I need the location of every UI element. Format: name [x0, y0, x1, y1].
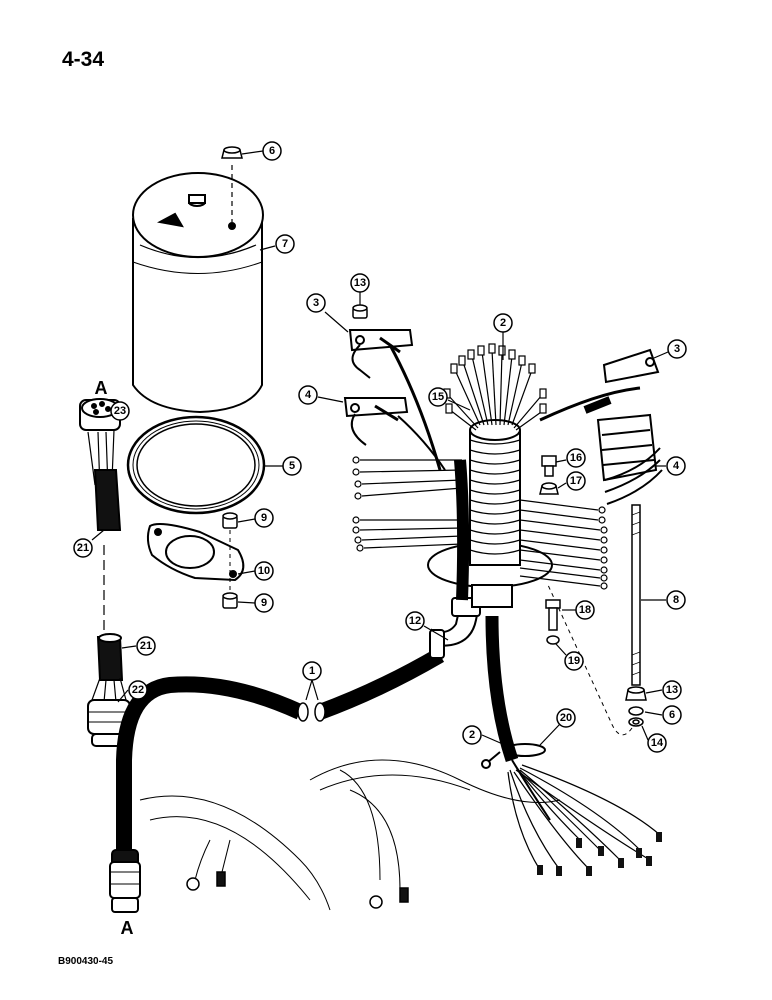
svg-text:14: 14	[651, 737, 664, 749]
callout-3-right: 3	[667, 339, 687, 359]
switch-stack-right	[596, 413, 663, 505]
callout-6-top: 6	[262, 141, 282, 161]
lower-cable-bundle	[485, 615, 661, 871]
svg-text:9: 9	[261, 597, 267, 609]
nut-17	[539, 482, 559, 495]
callout-14: 14	[647, 733, 667, 753]
svg-text:21: 21	[77, 542, 89, 554]
callout-9-upper: 9	[254, 508, 274, 528]
callout-10: 10	[254, 561, 274, 581]
callout-4-right: 4	[666, 456, 686, 476]
callout-8: 8	[666, 590, 686, 610]
svg-text:6: 6	[669, 709, 675, 721]
loose-wires	[139, 759, 561, 911]
callout-18: 18	[575, 600, 595, 620]
cylindrical-cover	[132, 165, 264, 414]
view-letter-bottom: A	[121, 918, 134, 938]
svg-text:6: 6	[269, 145, 275, 157]
nut-upper	[222, 512, 238, 529]
nut-13-upper	[352, 304, 368, 319]
callout-4-left: 4	[298, 385, 318, 405]
svg-text:18: 18	[579, 604, 591, 616]
leader-lines	[91, 150, 669, 746]
callout-21-upper: 21	[73, 538, 93, 558]
svg-text:1: 1	[309, 665, 315, 677]
svg-text:20: 20	[560, 712, 572, 724]
svg-text:21: 21	[140, 640, 152, 652]
washer-14	[628, 717, 644, 727]
svg-text:10: 10	[258, 565, 270, 577]
svg-text:12: 12	[409, 615, 421, 627]
page-number: 4-34	[62, 48, 105, 71]
svg-text:7: 7	[282, 238, 288, 250]
threaded-stud	[631, 504, 641, 686]
svg-text:23: 23	[114, 405, 126, 417]
callouts: 6 7 13 3 2 3 4 15 16 4 23 17 5 9 21 10 9…	[73, 141, 687, 753]
svg-text:16: 16	[570, 452, 582, 464]
wire-end-terminals	[537, 832, 662, 876]
view-letter-top: A	[95, 378, 108, 398]
svg-text:15: 15	[432, 391, 444, 403]
right-side-leads	[519, 499, 601, 587]
callout-16: 16	[566, 448, 586, 468]
nut-lower	[222, 592, 238, 609]
nut-top	[221, 146, 243, 159]
svg-text:22: 22	[132, 684, 144, 696]
left-lead-terminals	[352, 456, 364, 552]
washer-19	[546, 635, 560, 645]
gasket-ring	[126, 415, 266, 515]
callout-2-top: 2	[493, 313, 513, 333]
main-cable	[116, 648, 445, 860]
callout-3-left: 3	[306, 293, 326, 313]
svg-text:17: 17	[570, 475, 582, 487]
callout-13-lower: 13	[662, 680, 682, 700]
bolt-18	[545, 599, 561, 631]
callout-22: 22	[128, 680, 148, 700]
svg-text:3: 3	[313, 297, 319, 309]
switch-upper-right	[539, 348, 660, 422]
callout-9-lower: 9	[254, 593, 274, 613]
callout-7: 7	[275, 234, 295, 254]
wire-fan-top	[447, 349, 545, 431]
switch-lower-left	[343, 397, 446, 471]
washer-6	[628, 706, 644, 716]
cable-tie-clamp	[481, 743, 546, 769]
svg-text:9: 9	[261, 512, 267, 524]
callout-12: 12	[405, 611, 425, 631]
central-coil-assembly	[427, 419, 553, 608]
callout-2-lower: 2	[462, 725, 482, 745]
svg-text:8: 8	[673, 594, 679, 606]
mounting-plate	[146, 523, 245, 582]
svg-text:13: 13	[666, 684, 678, 696]
svg-text:2: 2	[469, 729, 475, 741]
callout-17: 17	[566, 471, 586, 491]
callout-5: 5	[282, 456, 302, 476]
figure-code: B900430-45	[58, 956, 114, 967]
callout-20: 20	[556, 708, 576, 728]
left-side-leads	[359, 459, 463, 549]
callout-6-lower: 6	[662, 705, 682, 725]
svg-text:5: 5	[289, 460, 295, 472]
bolt-16	[541, 455, 557, 477]
svg-text:4: 4	[673, 460, 680, 472]
right-lead-terminals	[598, 506, 608, 590]
svg-text:13: 13	[354, 277, 366, 289]
round-connector-upper	[79, 398, 122, 531]
svg-text:19: 19	[568, 655, 580, 667]
switch-upper-left	[348, 329, 442, 471]
callout-13-upper: 13	[350, 273, 370, 293]
callout-21-lower: 21	[136, 636, 156, 656]
callout-1: 1	[302, 661, 322, 681]
svg-text:4: 4	[305, 389, 312, 401]
callout-19: 19	[564, 651, 584, 671]
ring-terminals-lower	[186, 871, 409, 909]
callout-15: 15	[428, 387, 448, 407]
bottom-plug-connector	[109, 849, 141, 913]
nut-13-lower	[625, 686, 647, 701]
svg-text:3: 3	[674, 343, 680, 355]
svg-text:2: 2	[500, 317, 506, 329]
callout-23: 23	[110, 401, 130, 421]
